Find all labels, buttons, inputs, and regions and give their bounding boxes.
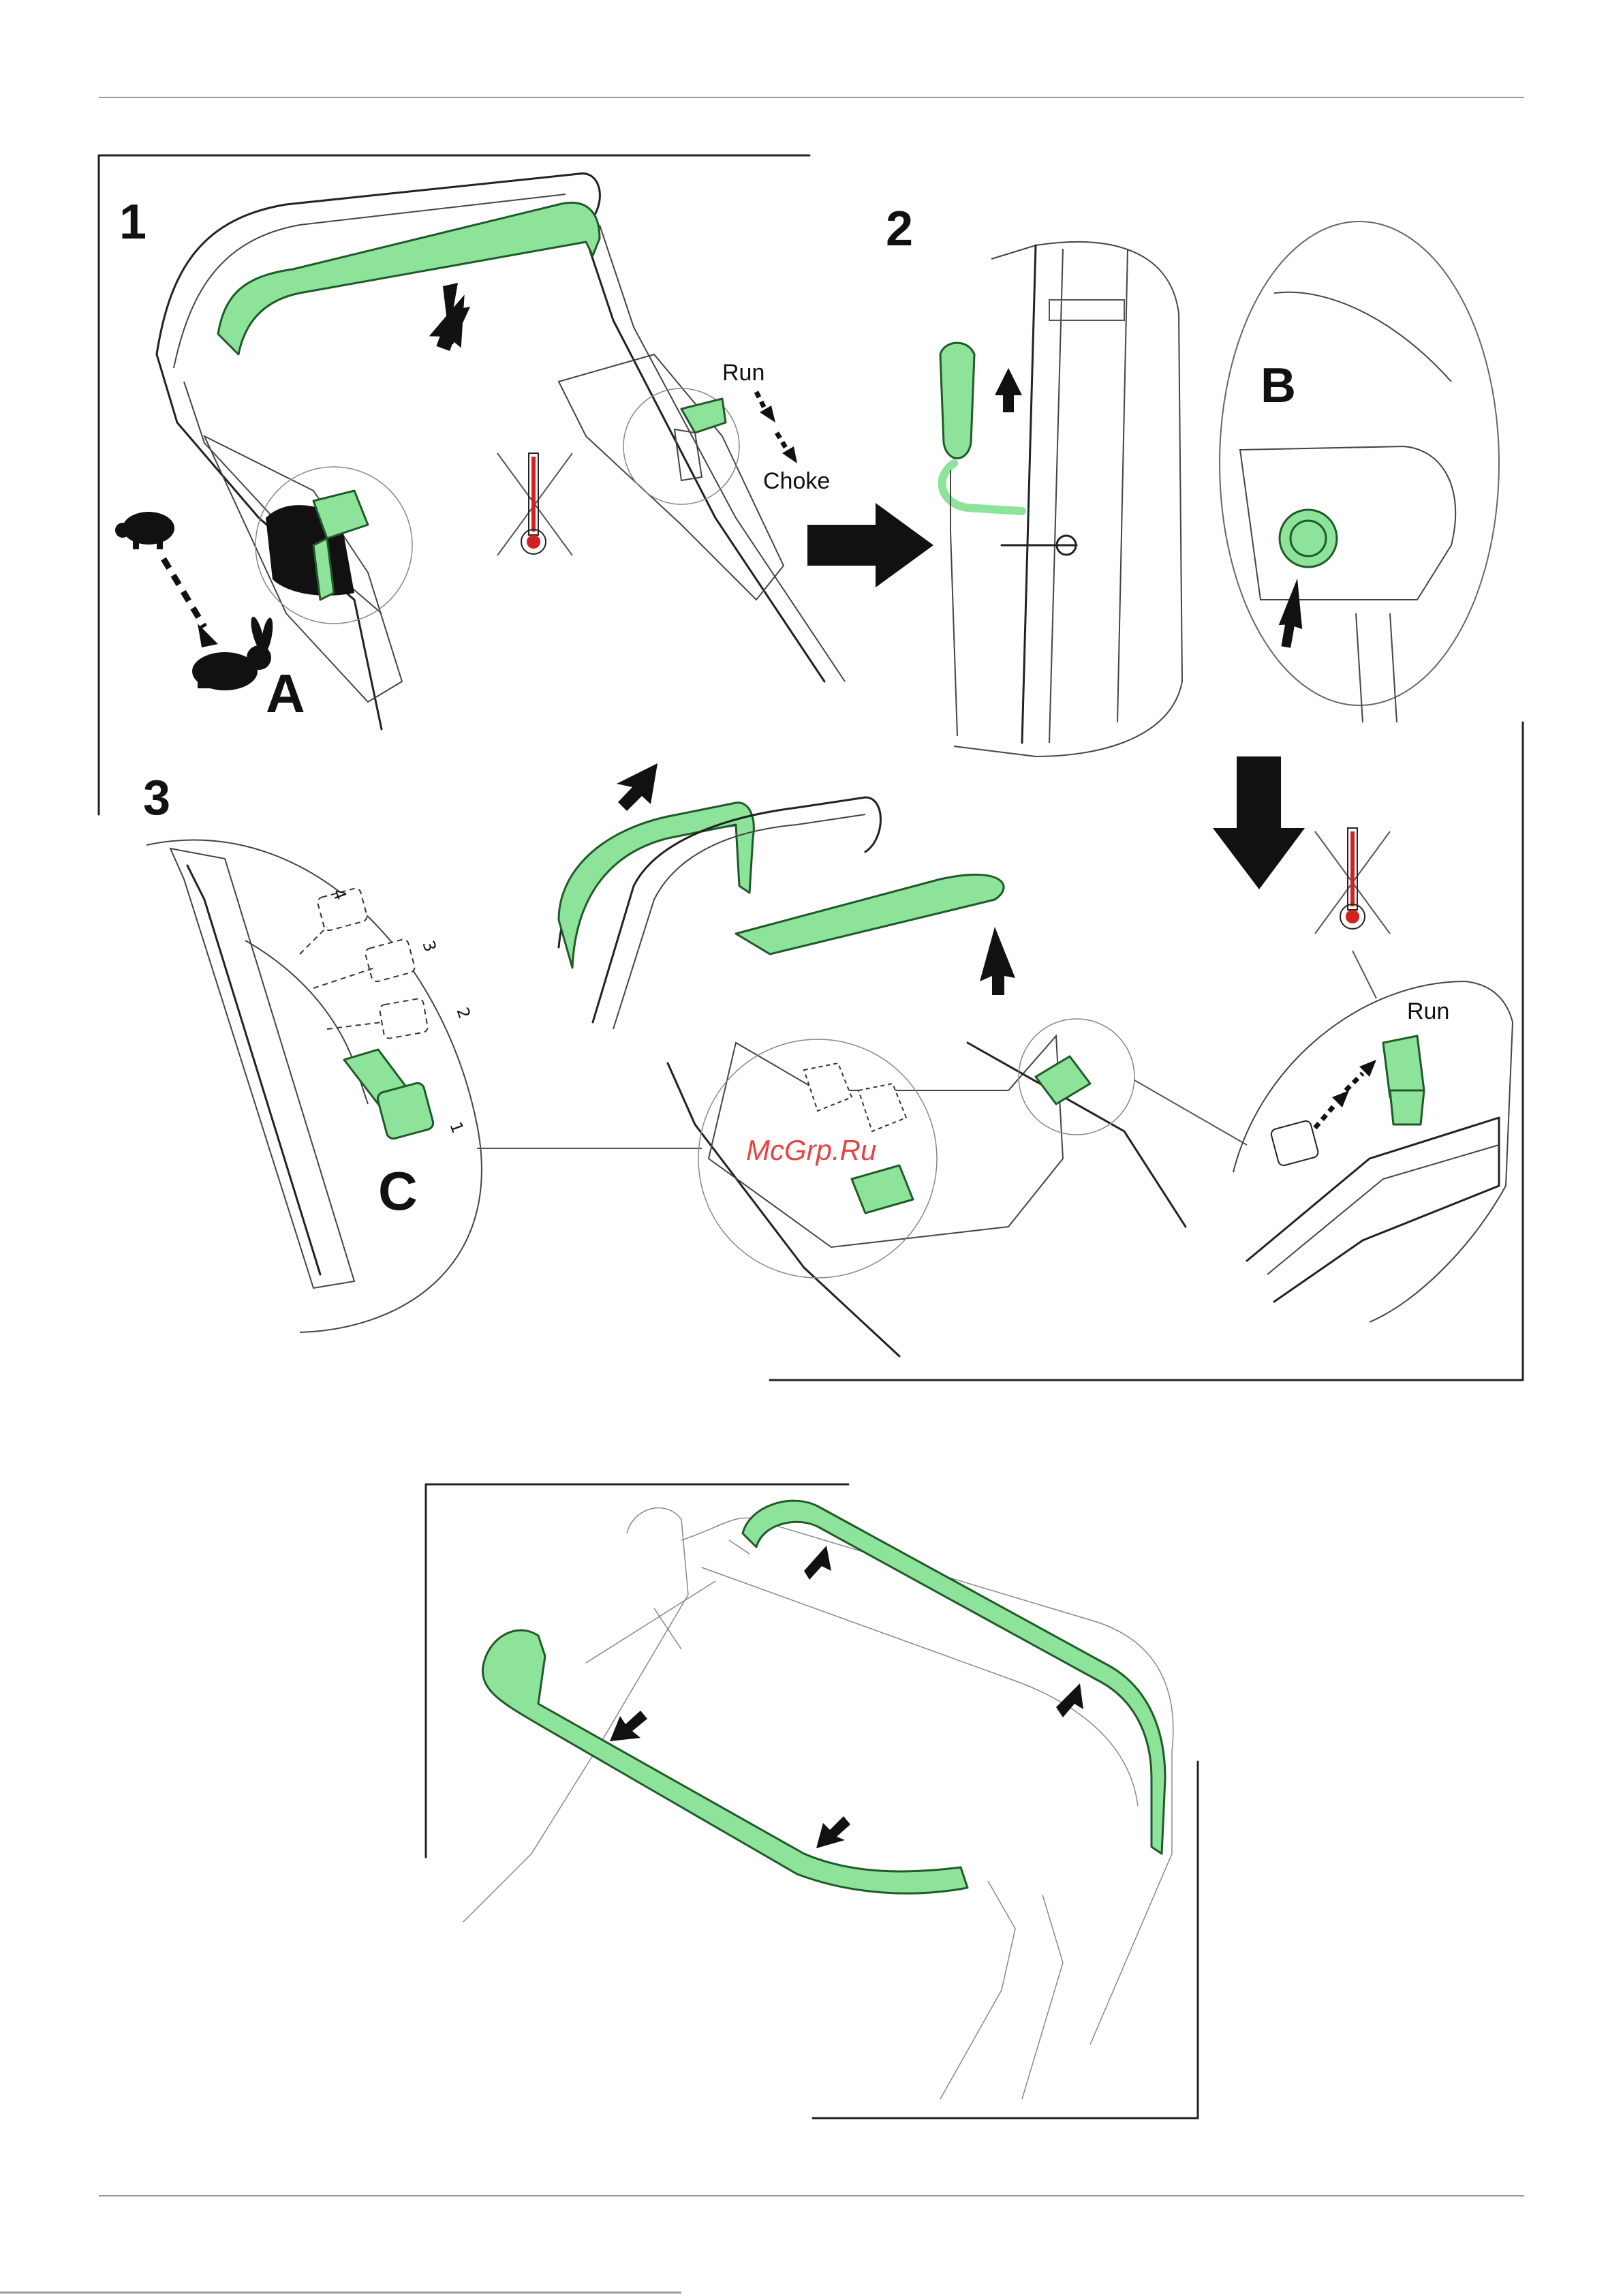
turtle-icon xyxy=(115,512,174,549)
arrow-icon-bottom-4 xyxy=(816,1816,850,1848)
arrow-down-icon xyxy=(1213,756,1305,889)
arrow-right-icon xyxy=(807,503,933,587)
lower-bar-highlight xyxy=(482,1630,968,1893)
lever-pos-2: 2 xyxy=(452,1005,474,1021)
starter-handle-highlight xyxy=(940,343,974,458)
callout-b: B xyxy=(1261,358,1296,413)
watermark: McGrp.Ru xyxy=(746,1134,876,1166)
lever-pos-3: 3 xyxy=(418,938,440,954)
callout-c: C xyxy=(378,1161,418,1221)
step-1-number: 1 xyxy=(119,195,146,249)
bail-bar-highlight xyxy=(218,202,600,354)
step-2-panel: 2 xyxy=(886,202,1182,756)
lever-pos-1: 1 xyxy=(446,1119,467,1135)
choke-label: Choke xyxy=(763,468,830,494)
drive-bar-highlight xyxy=(736,874,1004,954)
detail-b-circle: B xyxy=(1220,221,1499,722)
arrow-icon-bottom-2 xyxy=(1056,1683,1083,1717)
step-3-panel: 3 4 3 2 1 C xyxy=(143,722,1523,1380)
run-label-right: Run xyxy=(1407,998,1449,1024)
dashed-arrow-turtle-rabbit xyxy=(164,559,218,647)
thermometer-crossed-icon xyxy=(497,453,572,555)
step-2-number: 2 xyxy=(886,202,913,256)
arrow-icon-bottom-1 xyxy=(804,1546,831,1580)
throttle-lever-highlight-2 xyxy=(1383,1036,1424,1097)
arrow-up-icon-2 xyxy=(995,368,1022,412)
arrow-icon-bottom-3 xyxy=(610,1711,647,1741)
primer-button-highlight xyxy=(1280,510,1337,567)
run-label-top: Run xyxy=(722,360,764,386)
upper-bar-highlight xyxy=(743,1501,1165,1854)
step-3-number: 3 xyxy=(143,771,170,825)
arrow-down-left-icon xyxy=(617,763,658,811)
step-1-panel: 1 xyxy=(99,155,845,814)
callout-a: A xyxy=(266,663,305,724)
dashed-arrows-run-choke xyxy=(756,392,797,463)
arrow-up-icon-3 xyxy=(980,927,1015,995)
bail-bar-highlight-2 xyxy=(559,803,754,968)
lever-ghost-positions xyxy=(300,887,429,1039)
bottom-panel xyxy=(426,1484,1198,2118)
thermometer-crossed-icon-2 xyxy=(1315,828,1390,934)
